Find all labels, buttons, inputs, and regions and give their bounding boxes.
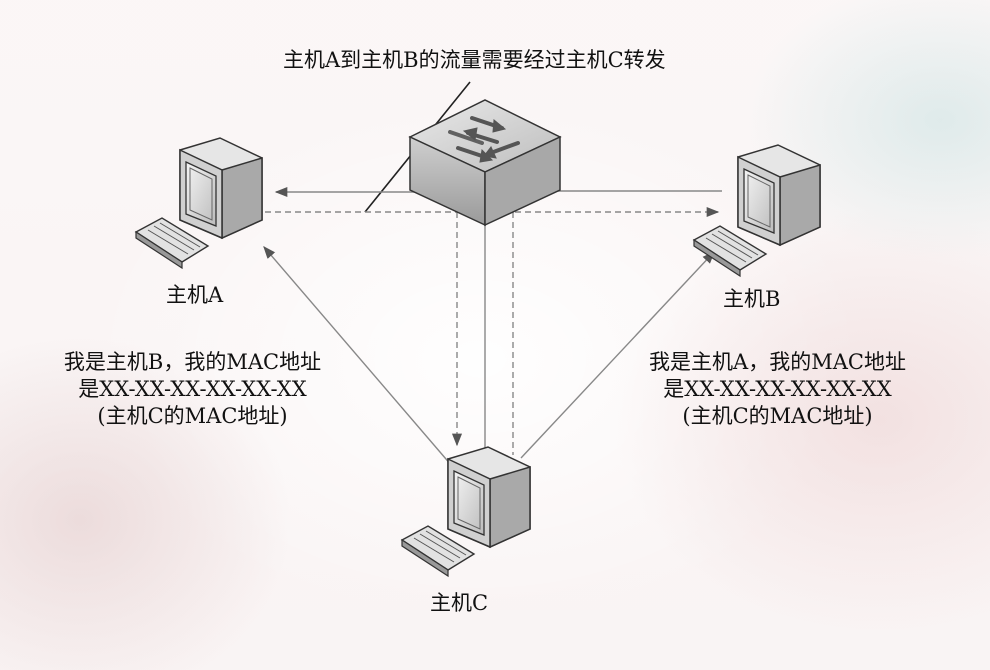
switch-icon bbox=[408, 99, 562, 227]
host-a-label: 主机A bbox=[166, 283, 224, 307]
keyboard-b-icon bbox=[692, 225, 768, 278]
arrow-c-to-b bbox=[520, 251, 715, 459]
message-line: 是XX-XX-XX-XX-XX-XX bbox=[78, 377, 307, 401]
host-c-label: 主机C bbox=[430, 591, 489, 615]
message-to-host-a: 我是主机B，我的MAC地址 是XX-XX-XX-XX-XX-XX (主机C的MA… bbox=[20, 349, 365, 430]
computer-c-icon bbox=[447, 446, 531, 549]
computer-b-icon bbox=[737, 144, 821, 247]
message-line: 我是主机A，我的MAC地址 bbox=[649, 350, 906, 374]
message-to-host-b: 我是主机A，我的MAC地址 是XX-XX-XX-XX-XX-XX (主机C的MA… bbox=[605, 349, 950, 430]
host-b-label: 主机B bbox=[723, 287, 781, 311]
keyboard-a-icon bbox=[134, 217, 210, 270]
computer-a-icon bbox=[179, 137, 263, 240]
message-line: 是XX-XX-XX-XX-XX-XX bbox=[663, 377, 892, 401]
message-line: (主机C的MAC地址) bbox=[682, 404, 873, 428]
diagram-title: 主机A到主机B的流量需要经过主机C转发 bbox=[283, 48, 666, 72]
arrow-c-to-a bbox=[263, 246, 453, 467]
message-line: (主机C的MAC地址) bbox=[97, 404, 288, 428]
message-line: 我是主机B，我的MAC地址 bbox=[63, 350, 322, 374]
keyboard-c-icon bbox=[400, 525, 476, 578]
